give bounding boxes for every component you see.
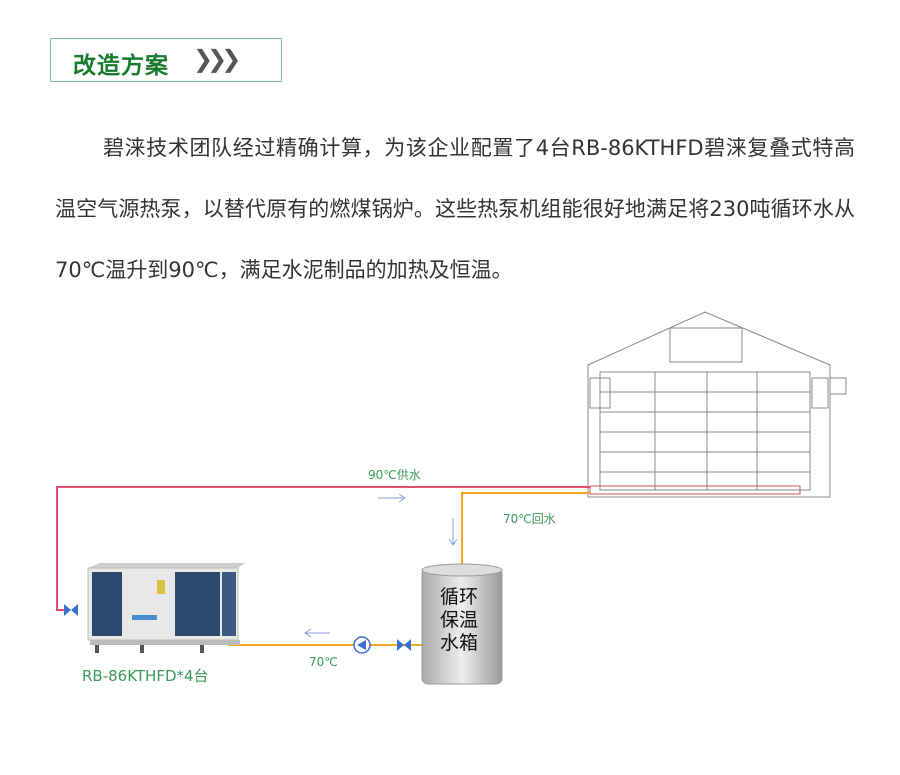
pump-icon bbox=[353, 636, 371, 654]
description-paragraph: 碧涞技术团队经过精确计算，为该企业配置了4台RB-86KTHFD碧涞复叠式特高温… bbox=[55, 136, 855, 282]
return-pipe bbox=[461, 492, 590, 566]
flow-arrows bbox=[304, 493, 458, 638]
chevrons-icon: ❯❯❯ bbox=[193, 45, 241, 73]
valve-icon bbox=[64, 604, 78, 616]
greenhouse-building bbox=[587, 311, 847, 498]
supply-pipe bbox=[56, 486, 590, 611]
tank-label: 循环保温水箱 bbox=[440, 586, 479, 654]
heat-pump-unit bbox=[87, 563, 245, 653]
valve-icon bbox=[397, 639, 411, 651]
supply-label: 90℃供水 bbox=[368, 468, 421, 482]
model-label: RB-86KTHFD*4台 bbox=[82, 667, 209, 685]
section-title: 改造方案 bbox=[73, 53, 169, 79]
bottom-temp-label: 70℃ bbox=[309, 655, 338, 669]
return-label: 70℃回水 bbox=[503, 512, 556, 526]
section-header: 改造方案 ❯❯❯ bbox=[50, 38, 282, 82]
water-tank bbox=[421, 563, 503, 685]
